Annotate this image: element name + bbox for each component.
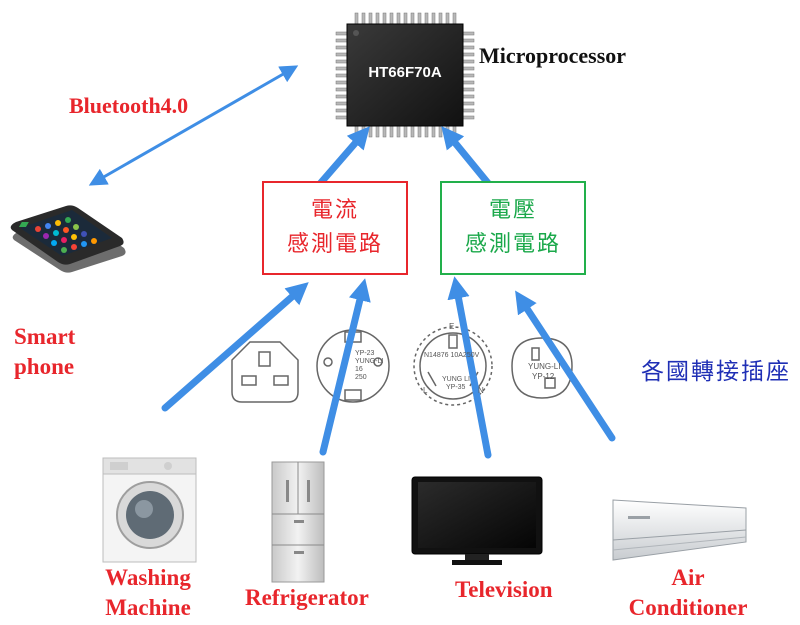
current-circuit-line2: 感測電路 [286,232,383,257]
schuko-text-2: YUNG-LI [355,358,384,365]
au-text-model: YP-35 [446,384,466,391]
current-circuit-line1: 電流 [310,198,359,223]
arrow-voltage-to-mcu [441,126,496,192]
air-conditioner-label-line2: Conditioner [628,595,748,620]
au-text-l: L [423,386,428,395]
microprocessor-chip-icon [335,12,475,138]
smartphone-label-line2: phone [14,354,75,379]
bluetooth-label: Bluetooth4.0 [69,93,189,118]
schuko-text-1: YP-23 [355,350,375,357]
uk-socket-icon [231,341,299,403]
washing-machine-label-line1: Washing [105,565,191,590]
schuko-text-4: 250 [355,374,367,381]
smartphone-icon [10,205,126,273]
chip-label: HT66F70A [368,64,442,81]
schuko-text-3: 16 [355,366,363,373]
washing-machine-icon [102,457,197,563]
arrow-tv-to-voltage [447,276,492,459]
smartphone-label: Smart phone [14,322,75,382]
television-label: Television [455,577,553,602]
television-icon [411,476,543,565]
refrigerator-label: Refrigerator [245,585,369,610]
us-text-model: YP-12 [532,372,555,381]
bluetooth-link-arrow [88,65,299,186]
arrow-ac-to-voltage [515,290,616,442]
au-text-e: E [449,322,455,331]
smartphone-label-line1: Smart [14,324,76,349]
voltage-circuit-line1: 電壓 [488,198,537,223]
au-text-brand: YUNG LI [442,376,471,383]
current-sensing-circuit-box: 電流 感測電路 [262,181,408,275]
arrow-current-to-mcu [314,126,370,190]
refrigerator-icon [271,461,325,583]
arrow-fridge-to-current [319,278,371,456]
voltage-circuit-line2: 感測電路 [464,232,561,257]
air-conditioner-label: Air Conditioner [618,563,758,623]
adapter-socket-label: 各國轉接插座 [641,359,791,385]
arrows [88,65,616,459]
au-text-rating: N14876 10A250V [424,352,480,359]
us-text-brand: YUNG-LI [528,362,561,371]
washing-machine-label-line2: Machine [105,595,191,620]
washing-machine-label: Washing Machine [96,563,200,623]
air-conditioner-label-line1: Air [671,565,705,590]
arrow-washer-to-current [161,282,309,412]
air-conditioner-icon [612,499,747,561]
microprocessor-caption: Microprocessor [479,43,627,68]
voltage-sensing-circuit-box: 電壓 感測電路 [440,181,586,275]
au-text-n: N [478,386,484,395]
us-socket-icon [511,337,573,399]
